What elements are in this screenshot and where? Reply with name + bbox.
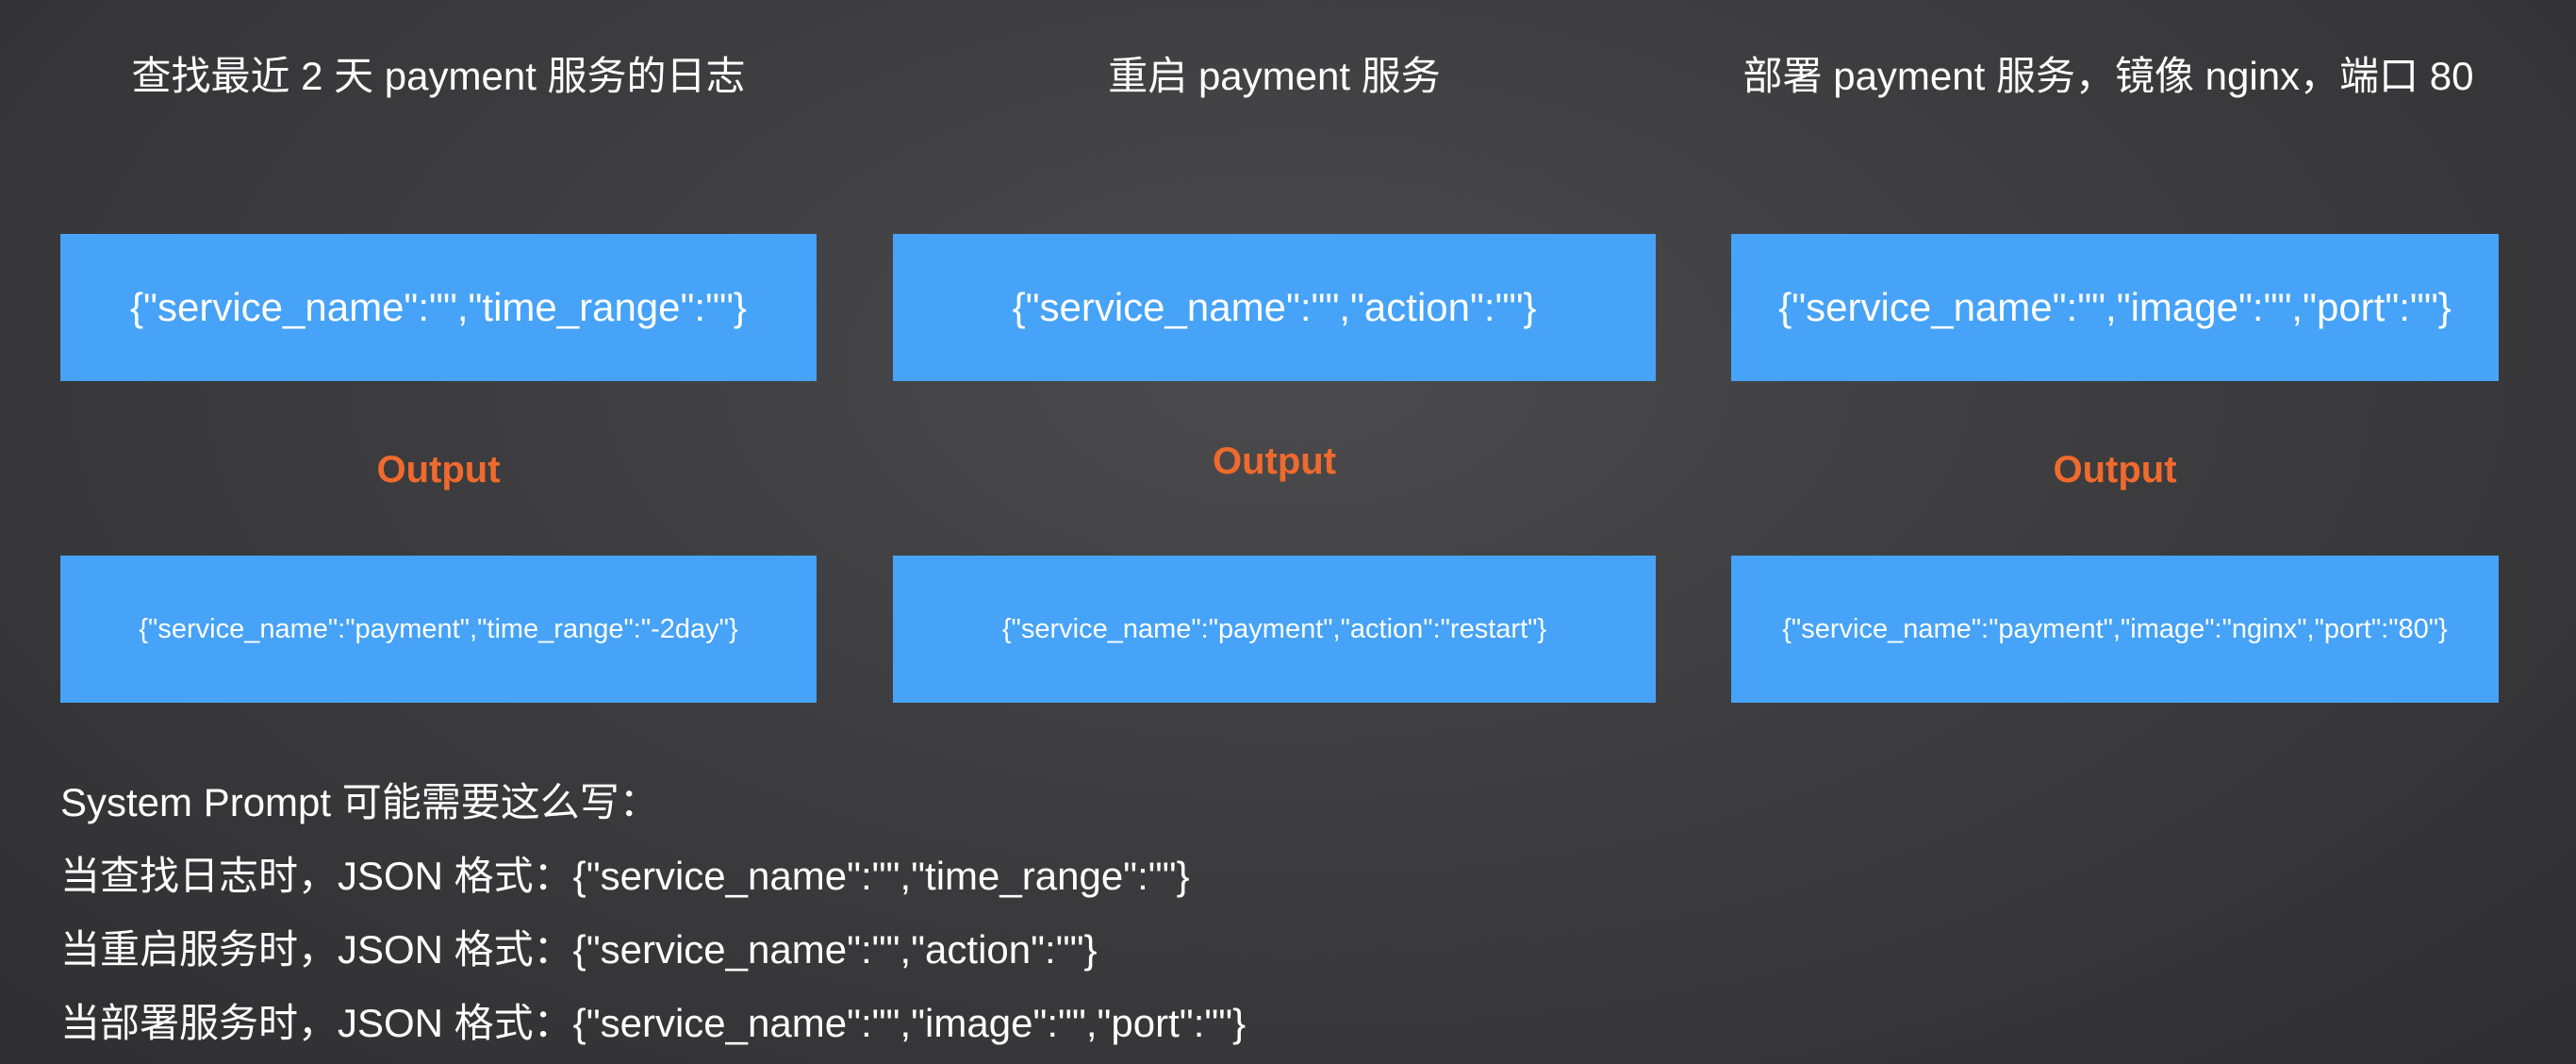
output-label: Output <box>1212 441 1337 482</box>
system-prompt-line-log: 当查找日志时，JSON 格式：{"service_name":"","time_… <box>60 854 1190 898</box>
column-heading: 查找最近 2 天 payment 服务的日志 <box>131 54 746 98</box>
column-restart: 重启 payment 服务 {"service_name":"","action… <box>893 0 1656 717</box>
schema-box: {"service_name":"","image":"","port":""} <box>1731 234 2499 381</box>
output-label: Output <box>376 449 501 490</box>
column-deploy: 部署 payment 服务，镜像 nginx，端口 80 {"service_n… <box>1731 0 2499 717</box>
schema-box: {"service_name":"","time_range":""} <box>60 234 817 381</box>
output-box: {"service_name":"payment","action":"rest… <box>893 556 1656 703</box>
system-prompt-section: System Prompt 可能需要这么写： 当查找日志时，JSON 格式：{"… <box>60 766 1569 1060</box>
output-box: {"service_name":"payment","time_range":"… <box>60 556 817 703</box>
output-box: {"service_name":"payment","image":"nginx… <box>1731 556 2499 703</box>
system-prompt-title: System Prompt 可能需要这么写： <box>60 780 659 824</box>
schema-box: {"service_name":"","action":""} <box>893 234 1656 381</box>
output-label: Output <box>2053 449 2177 490</box>
system-prompt-line-restart: 当重启服务时，JSON 格式：{"service_name":"","actio… <box>60 927 1098 972</box>
system-prompt-line-deploy: 当部署服务时，JSON 格式：{"service_name":"","image… <box>60 1001 1247 1045</box>
column-log-query: 查找最近 2 天 payment 服务的日志 {"service_name":"… <box>60 0 817 717</box>
column-heading: 重启 payment 服务 <box>1108 54 1441 98</box>
column-heading: 部署 payment 服务，镜像 nginx，端口 80 <box>1742 54 2474 98</box>
